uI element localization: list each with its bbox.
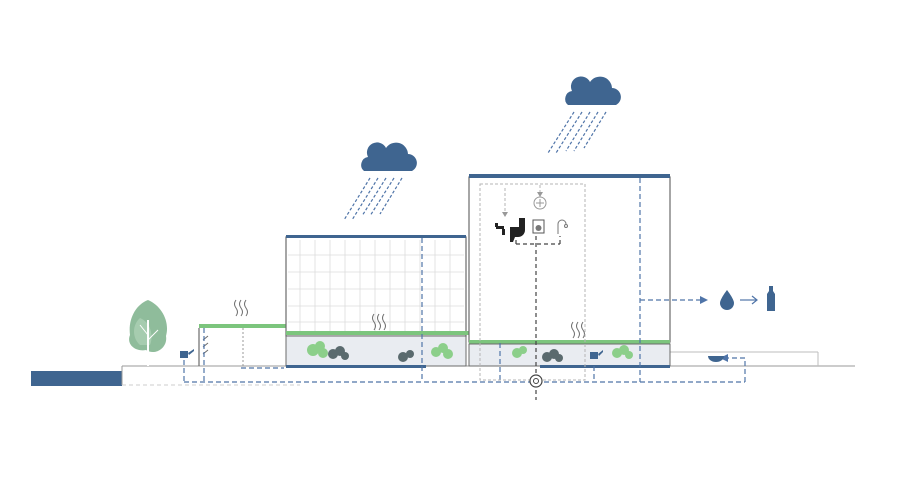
pond-block [31, 371, 122, 386]
bottle-icon [767, 286, 775, 311]
tree-icon [129, 300, 168, 366]
drain-pipes [515, 236, 561, 400]
tap-icon [495, 223, 505, 235]
watering-can-icon-right [590, 350, 603, 359]
tank-icon [529, 374, 543, 388]
toilet-icon [510, 218, 525, 242]
rain-cloud-icon-left [343, 142, 417, 221]
arrow-to-bottle [740, 295, 758, 305]
facade-grid [288, 240, 464, 333]
plants [307, 341, 633, 362]
rain-cloud-icon-right [547, 76, 621, 154]
bowl-icon [708, 356, 724, 362]
green-roof-middle [286, 331, 488, 335]
water-drop-icon [720, 290, 734, 310]
green-roof-left [199, 324, 287, 328]
left-pavilion [198, 324, 287, 366]
water-flow-lines [183, 178, 746, 383]
watering-can-icon [180, 349, 194, 358]
down-arrowheads [502, 192, 543, 217]
solar-panels-right [469, 174, 670, 178]
solar-panels-middle [286, 235, 466, 238]
green-roof-right [469, 340, 670, 344]
washing-machine-icon [532, 219, 545, 234]
evaporation-icon [234, 299, 585, 339]
flow-arrowheads [700, 296, 728, 362]
middle-building [285, 235, 488, 368]
shower-icon [557, 219, 568, 234]
